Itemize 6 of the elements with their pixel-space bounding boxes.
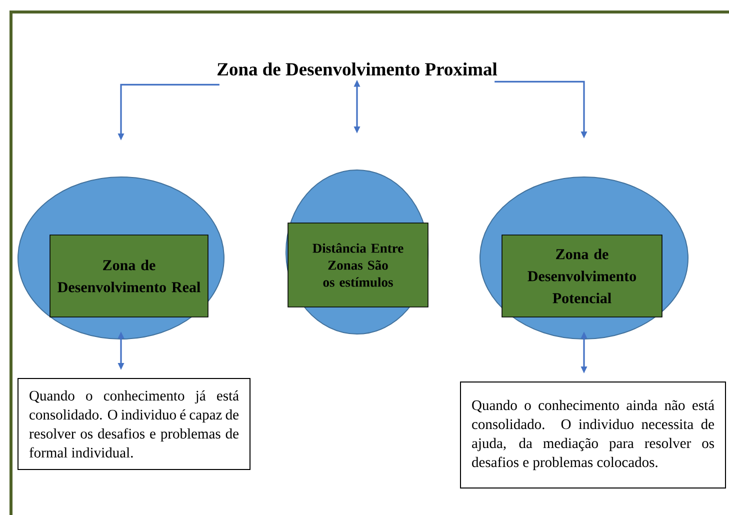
label-box: Zona de Desenvolvimento Real xyxy=(50,234,208,318)
label-box: Zona de Desenvolvimento Potencial xyxy=(502,234,662,318)
label-box: Distância Entre Zonas São os estímulos xyxy=(288,222,428,308)
diagram-title: Zona de Desenvolvimento Proximal xyxy=(218,62,498,76)
text-box: Quando o conhecimento já está consolidado. O individuo é capaz de resolver os desafios e problemas de formal individual. xyxy=(18,378,250,470)
text-box: Quando o conhecimento ainda não está consolidado. O individuo necessita de ajuda, da mediação para resolver os desafios e problemas colocados. xyxy=(460,382,726,488)
